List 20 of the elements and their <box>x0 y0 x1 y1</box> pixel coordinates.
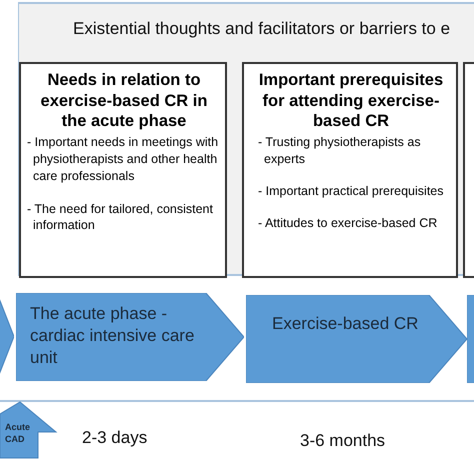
event-arrow <box>0 402 56 458</box>
duration-label: 2-3 days <box>82 428 148 448</box>
phase-label: Exercise-based CR <box>272 313 420 335</box>
bullet-text: - Attitudes to exercise-based CR <box>257 214 438 232</box>
bullet-text: - Trusting physiotherapists as experts <box>257 134 422 168</box>
panel-title: Existential thoughts and facilitators or barriers to e <box>73 19 450 39</box>
bullet-text: - Important needs in meetings with physiotherapists and other health care professionals <box>27 134 220 184</box>
theme-box <box>242 62 458 278</box>
box-heading: Important prerequisites for attending exercise-based CR <box>258 70 444 132</box>
section-panel <box>18 2 474 276</box>
box-heading: Needs in relation to exercise-based CR in the acute phase <box>40 70 208 132</box>
phase-step <box>16 293 244 381</box>
duration-label: 3-6 months <box>300 431 386 451</box>
phase-step <box>467 295 474 383</box>
bullet-text: - Important practical prerequisites <box>257 182 444 200</box>
bullet-text: - The need for tailored, consistent information <box>27 200 214 234</box>
theme-box <box>463 62 474 278</box>
event-label: Acute CAD <box>5 422 32 446</box>
theme-box <box>19 62 227 278</box>
phase-label: The acute phase - cardiac intensive care unit <box>30 303 196 370</box>
